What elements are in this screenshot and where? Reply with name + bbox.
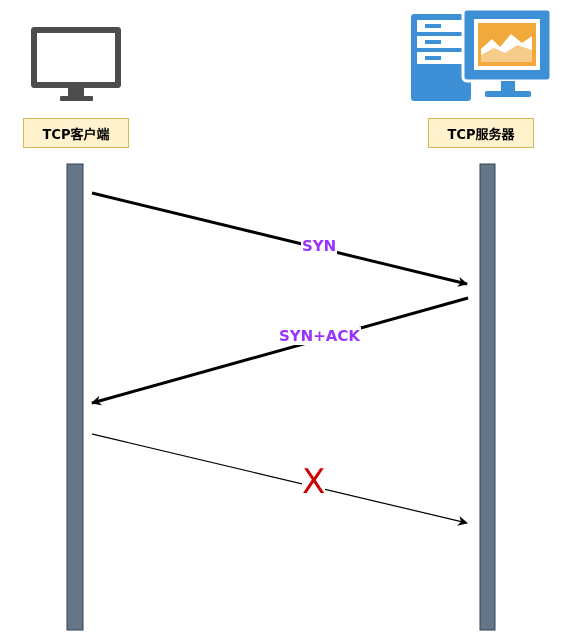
syn-ack-arrow bbox=[91, 296, 469, 406]
server-with-monitor-icon bbox=[411, 7, 553, 101]
server-label: TCP服务器 bbox=[428, 118, 534, 148]
server-lifeline bbox=[479, 163, 496, 631]
lost-ack-arrow bbox=[91, 433, 468, 526]
client-label: TCP客户端 bbox=[23, 118, 129, 148]
syn-message-label: SYN bbox=[301, 237, 338, 255]
client-lifeline bbox=[66, 163, 84, 631]
lost-packet-marker: X bbox=[302, 462, 326, 502]
syn-arrow bbox=[91, 191, 468, 287]
monitor-icon bbox=[31, 27, 121, 101]
syn-ack-message-label: SYN+ACK bbox=[278, 327, 362, 345]
